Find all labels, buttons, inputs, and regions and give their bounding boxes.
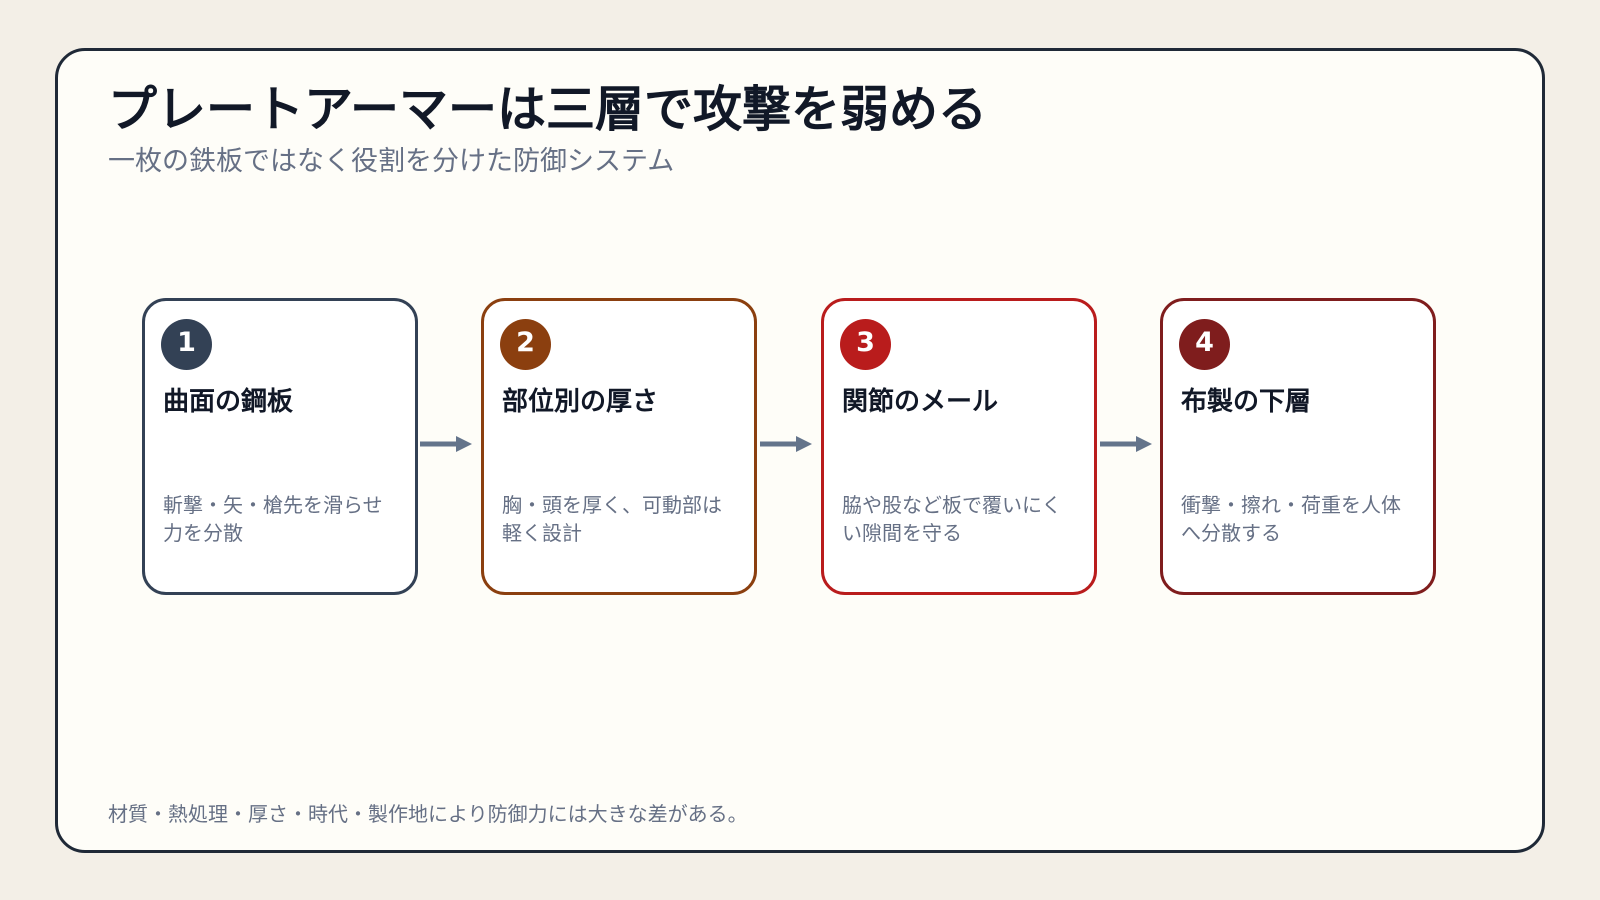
card-title: 曲面の鋼板 xyxy=(163,387,294,417)
page-title: プレートアーマーは三層で攻撃を弱める xyxy=(108,81,988,138)
step-badge: 4 xyxy=(1179,319,1230,370)
arrow-right-icon xyxy=(760,436,812,452)
card-title: 関節のメール xyxy=(842,387,999,417)
card-description: 脇や股など板で覆いにくい隙間を守る xyxy=(842,493,1062,545)
diagram-frame: プレートアーマーは三層で攻撃を弱める 一枚の鉄板ではなく役割を分けた防御システム… xyxy=(55,48,1545,853)
card-description: 衝撃・擦れ・荷重を人体へ分散する xyxy=(1181,493,1401,545)
arrow-right-icon xyxy=(420,436,472,452)
card-part-thickness: 2 部位別の厚さ 胸・頭を厚く、可動部は軽く設計 xyxy=(481,298,757,595)
card-cloth-underlayer: 4 布製の下層 衝撃・擦れ・荷重を人体へ分散する xyxy=(1160,298,1436,595)
card-joint-mail: 3 関節のメール 脇や股など板で覆いにくい隙間を守る xyxy=(821,298,1097,595)
step-badge: 2 xyxy=(500,319,551,370)
card-curved-steel-plate: 1 曲面の鋼板 斬撃・矢・槍先を滑らせ力を分散 xyxy=(142,298,418,595)
card-description: 胸・頭を厚く、可動部は軽く設計 xyxy=(502,493,722,545)
card-title: 部位別の厚さ xyxy=(502,387,659,417)
step-badge: 3 xyxy=(840,319,891,370)
step-badge: 1 xyxy=(161,319,212,370)
arrow-right-icon xyxy=(1100,436,1152,452)
page-subtitle: 一枚の鉄板ではなく役割を分けた防御システム xyxy=(108,146,675,177)
card-description: 斬撃・矢・槍先を滑らせ力を分散 xyxy=(163,493,383,545)
footnote: 材質・熱処理・厚さ・時代・製作地により防御力には大きな差がある。 xyxy=(108,802,748,826)
card-title: 布製の下層 xyxy=(1181,387,1312,417)
